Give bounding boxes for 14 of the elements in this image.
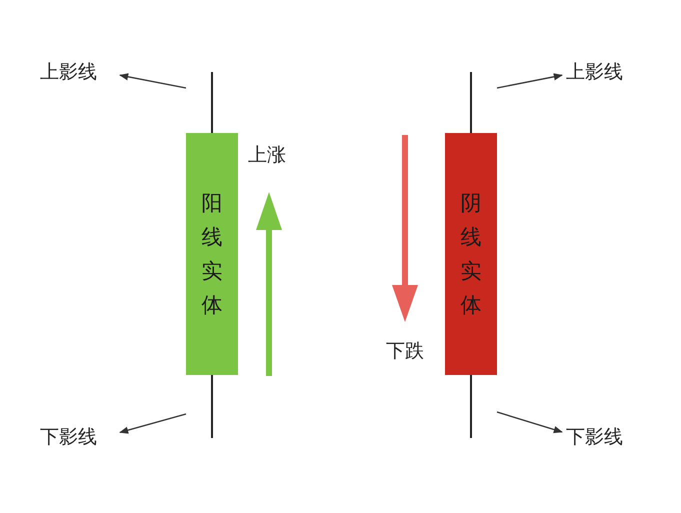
leader-arrow	[119, 413, 186, 434]
body-label: 阳线实体	[201, 190, 223, 319]
trend-label: 上涨	[248, 146, 286, 165]
candle-body	[186, 133, 238, 375]
candle-body	[445, 133, 497, 375]
leader-arrow	[496, 73, 563, 89]
leader-arrow	[119, 73, 186, 89]
trend-label: 下跌	[386, 342, 424, 361]
leader-arrow	[496, 411, 563, 434]
shadow-label: 下影线	[40, 426, 116, 448]
shadow-label: 下影线	[566, 426, 642, 448]
body-label: 阴线实体	[460, 190, 482, 319]
shadow-label: 上影线	[40, 61, 116, 83]
shadow-label: 上影线	[566, 61, 642, 83]
